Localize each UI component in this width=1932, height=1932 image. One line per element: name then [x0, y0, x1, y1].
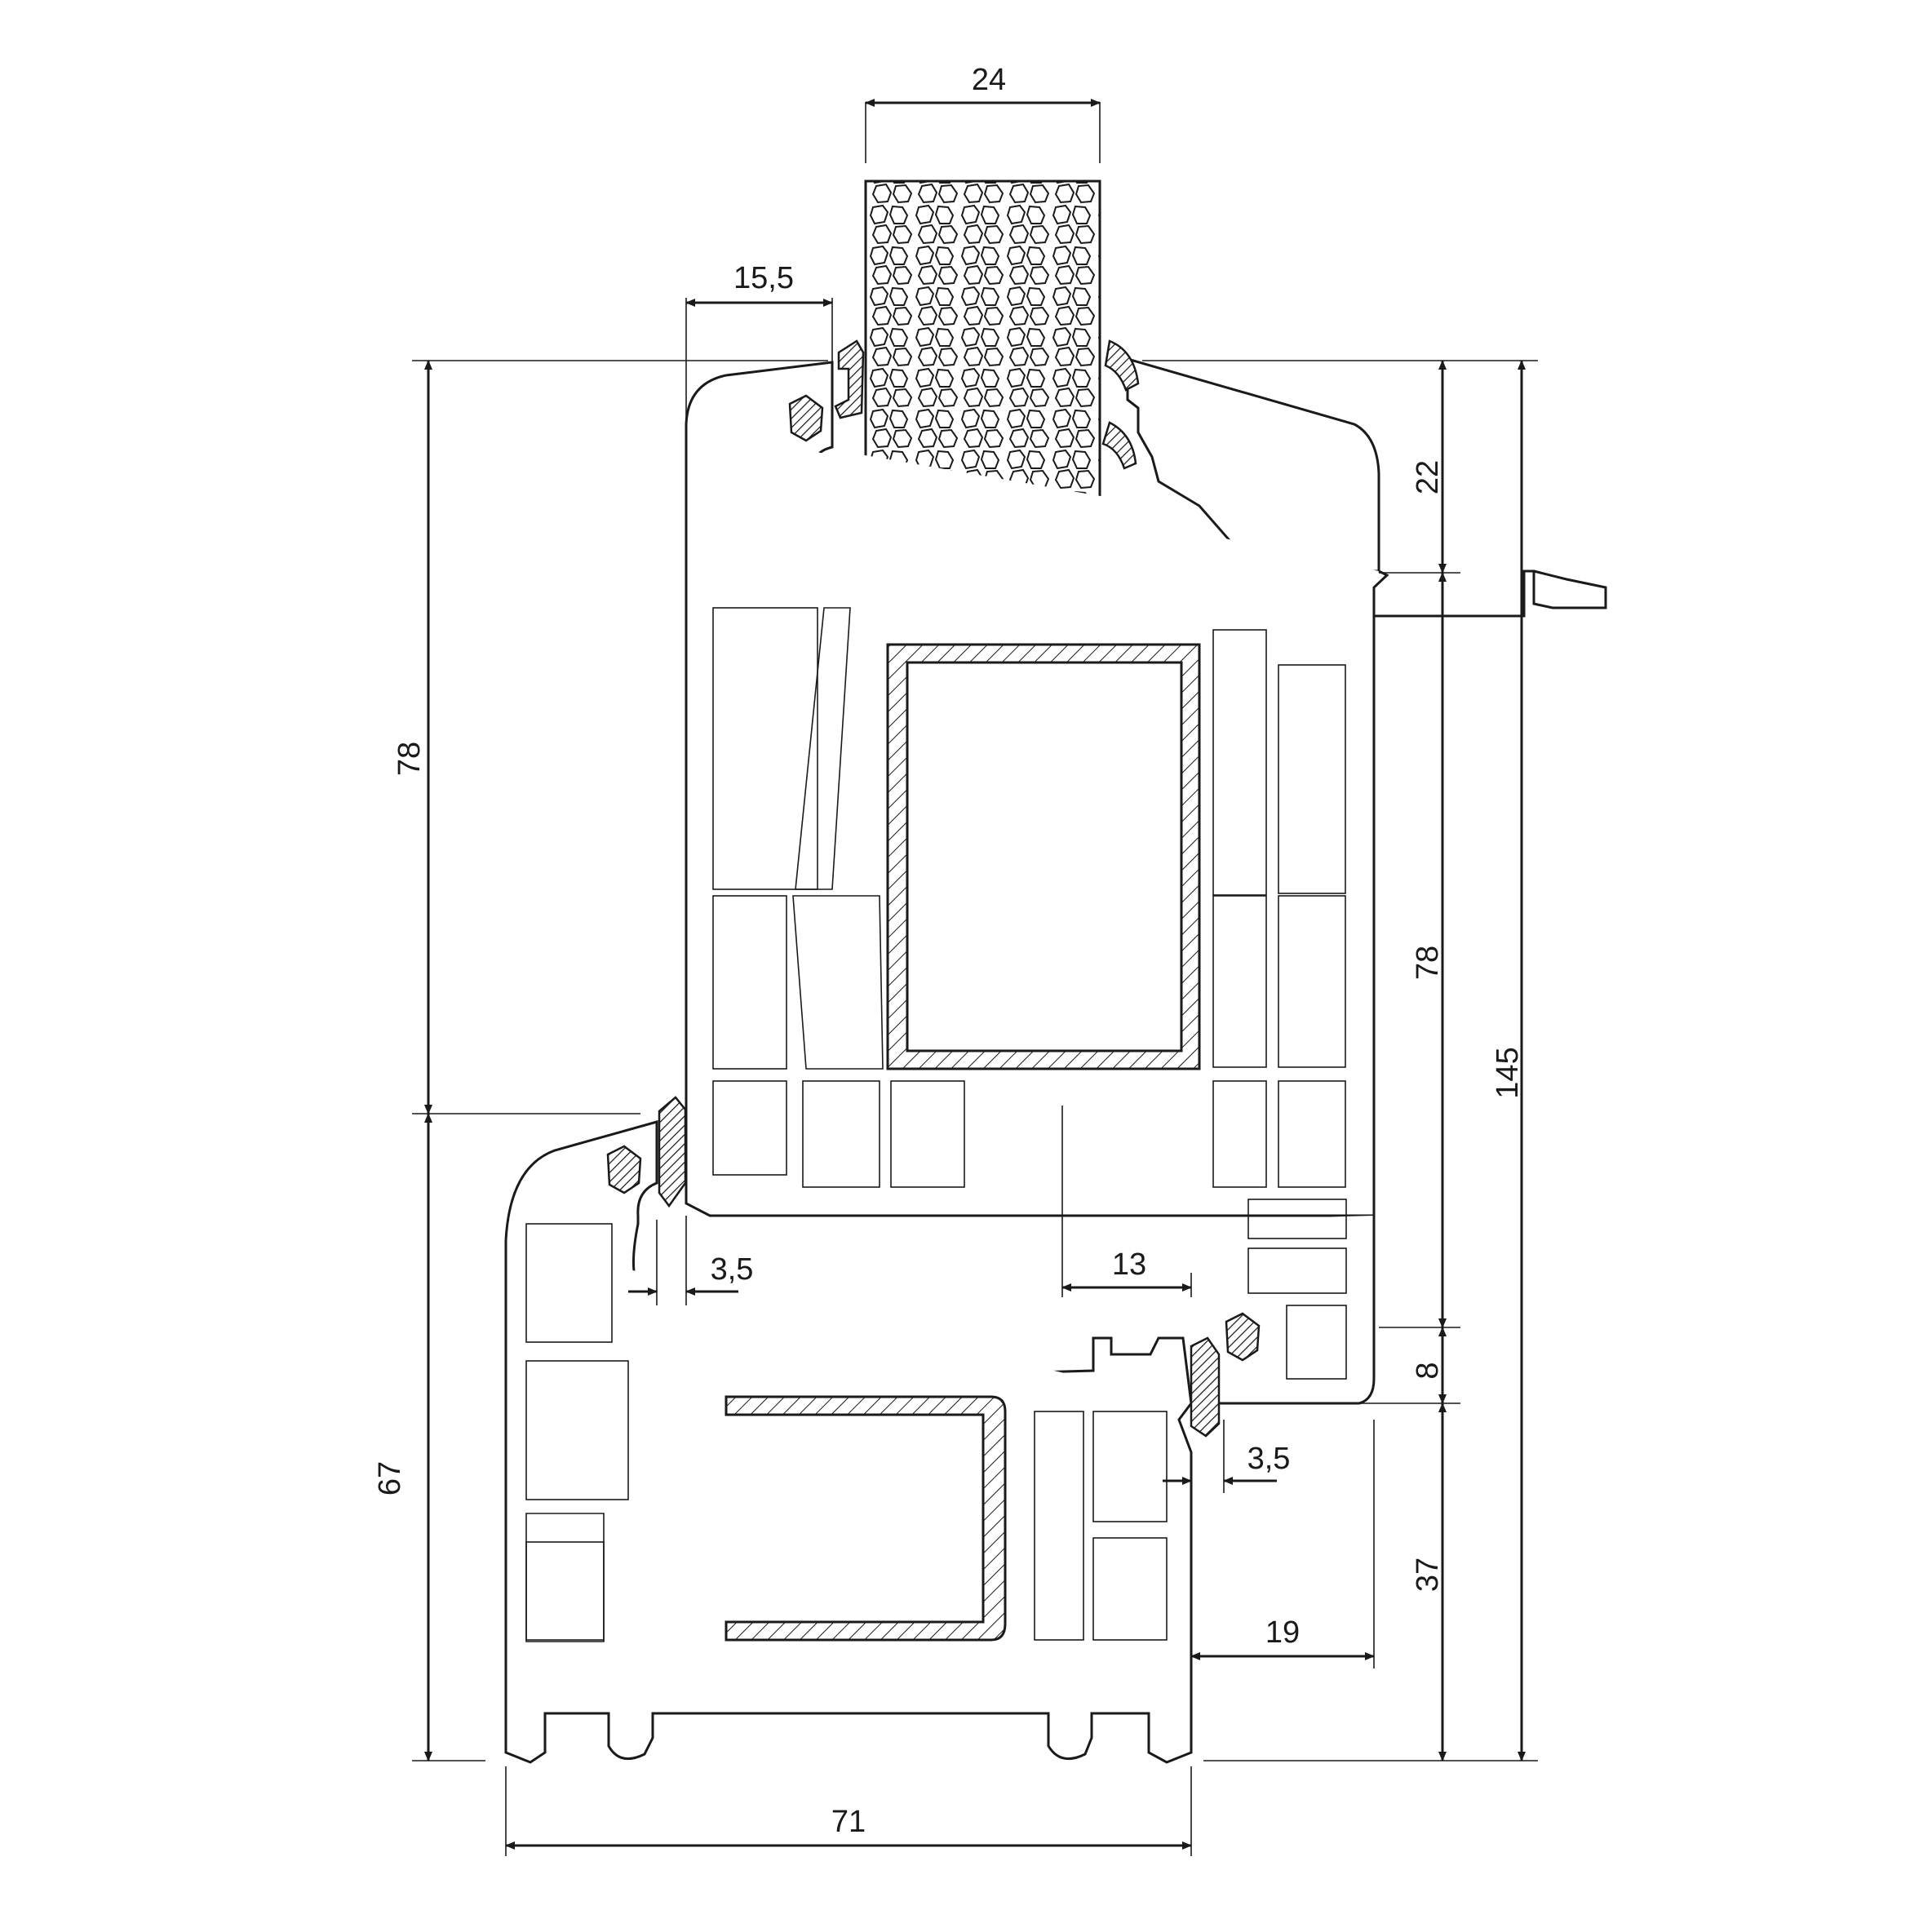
- gaskets: [606, 339, 1261, 1438]
- dimension-lines: [412, 99, 1538, 1856]
- dim-label-panel-thickness: 24: [972, 63, 1006, 97]
- dim-label-sash-height-right: 78: [1411, 946, 1445, 980]
- dim-label-gap-right: 8: [1411, 1362, 1445, 1379]
- sash-reinforcement-core: [906, 661, 1183, 1052]
- frame-steel-reinforcement: [724, 1395, 1007, 1642]
- dim-label-seal-gap-right: 3,5: [1247, 1442, 1291, 1476]
- dim-label-top-lip: 22: [1411, 460, 1445, 494]
- dim-label-overall-height: 145: [1491, 1047, 1525, 1098]
- dim-label-overlap: 19: [1265, 1615, 1300, 1650]
- dim-label-rebate-width: 13: [1112, 1247, 1146, 1282]
- frame-main-body: [504, 1240, 1193, 1764]
- dim-label-glazing-offset: 15,5: [733, 261, 794, 295]
- frame-chambers: [525, 1223, 1168, 1642]
- dim-label-sash-height-left: 78: [392, 742, 427, 776]
- dim-label-seal-gap-left: 3,5: [711, 1252, 754, 1287]
- dim-label-frame-depth: 71: [831, 1805, 866, 1839]
- dim-label-frame-height-left: 67: [373, 1461, 407, 1496]
- dim-label-frame-lower: 37: [1411, 1558, 1445, 1592]
- sash-chambers: [712, 607, 1347, 1380]
